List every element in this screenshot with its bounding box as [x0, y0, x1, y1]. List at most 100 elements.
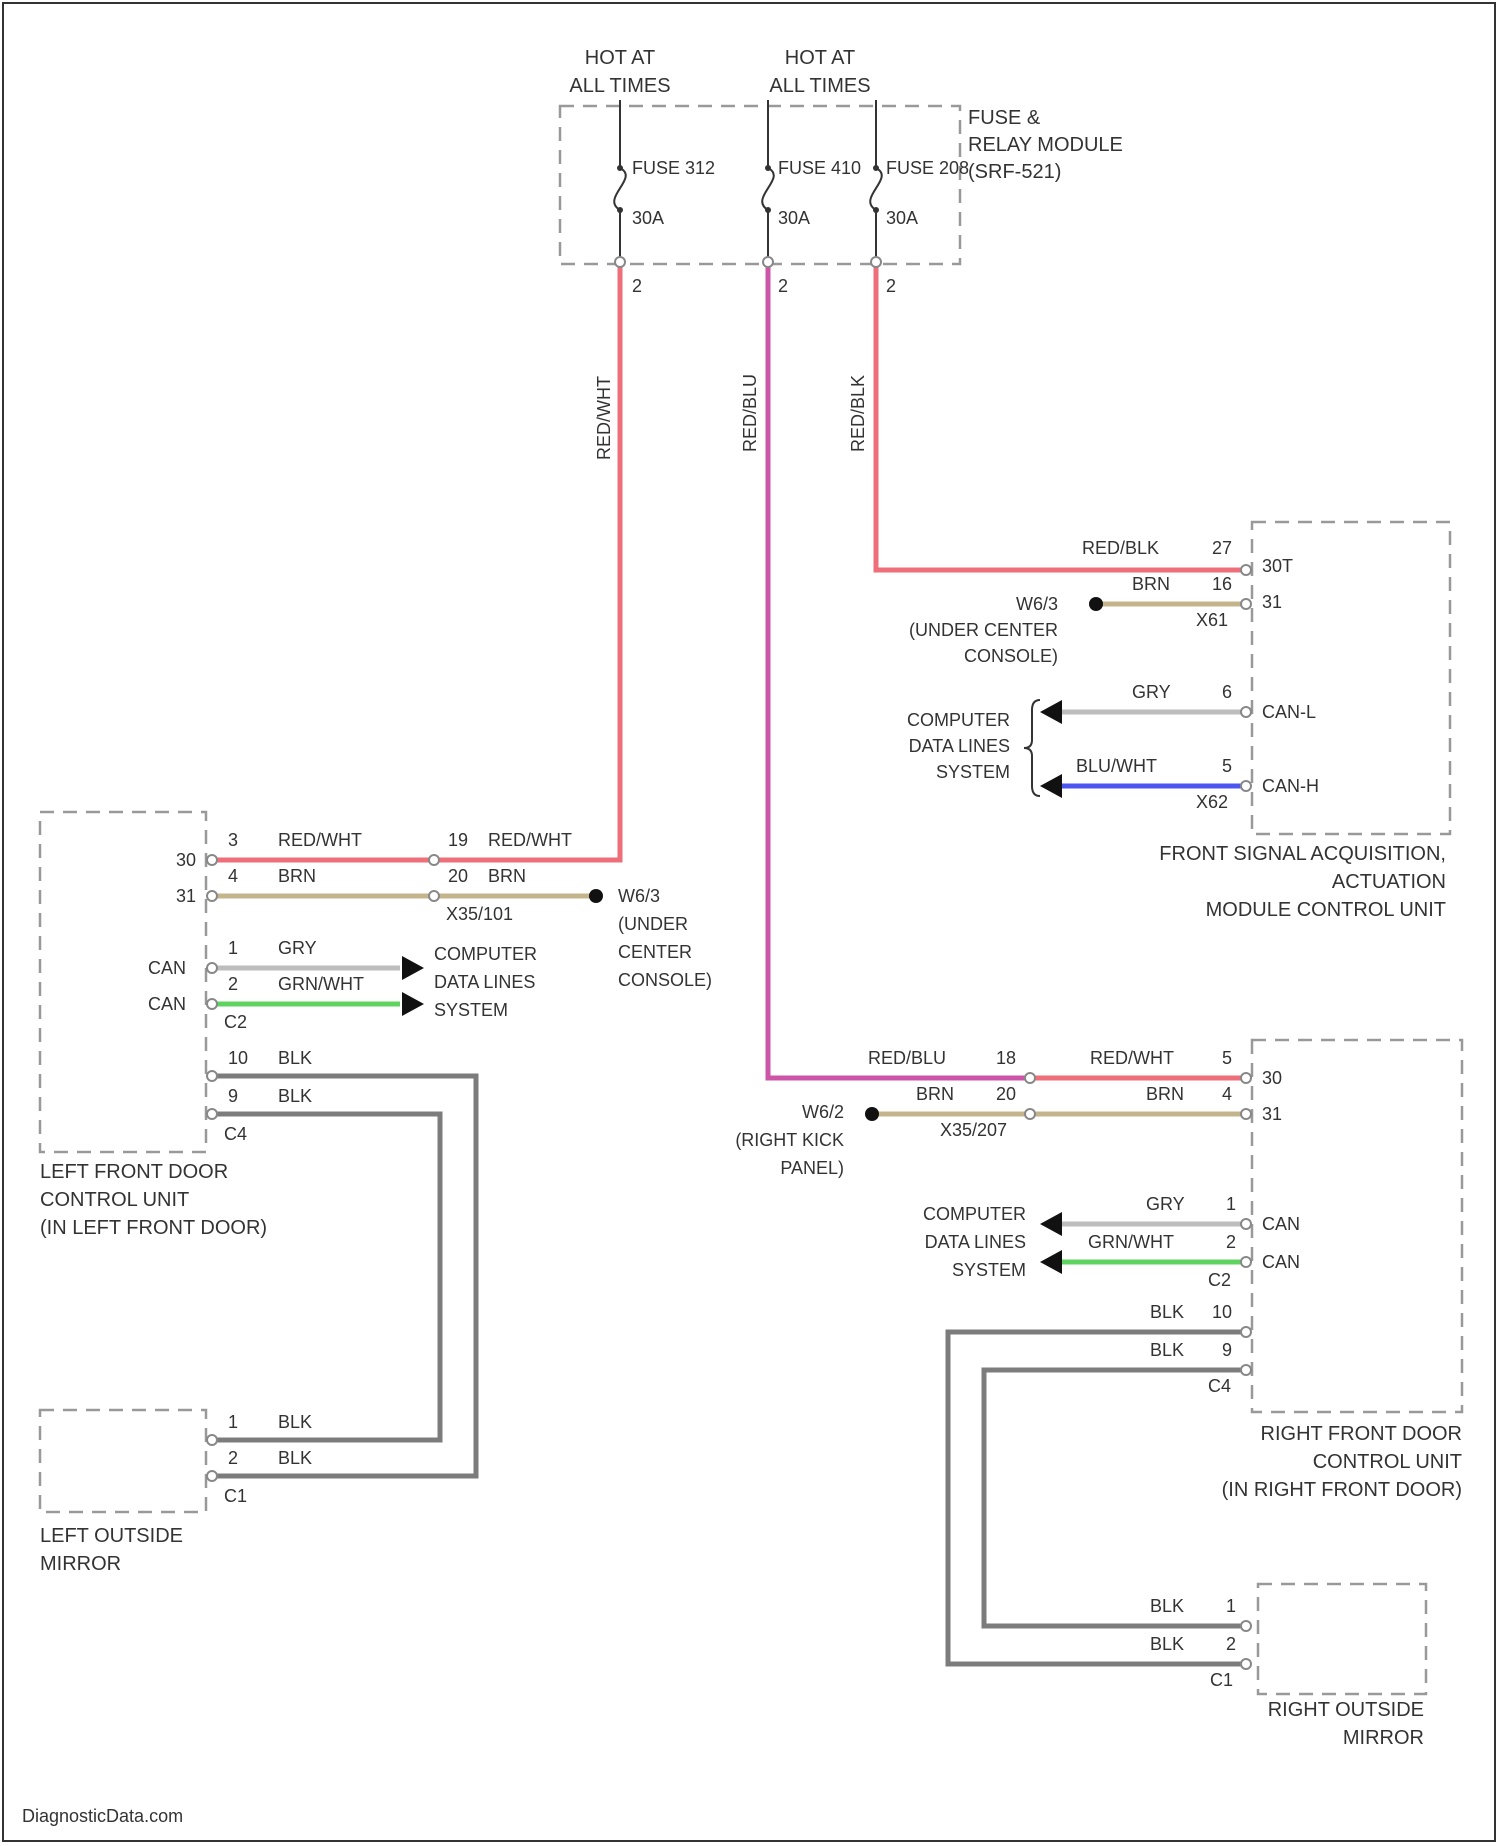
fuse-label: FUSE 312 [632, 158, 715, 178]
fsam-brn-pin: 16 [1212, 574, 1232, 594]
left-cdl-line2: DATA LINES [434, 972, 535, 992]
right-ground-line1: W6/2 [802, 1102, 844, 1122]
ground-icon [589, 889, 603, 903]
terminal [207, 1109, 217, 1119]
left-mirror-box [40, 1410, 206, 1512]
left-sep-pin-brn: 20 [448, 866, 468, 886]
terminal [207, 963, 217, 973]
right-door-name-line2: CONTROL UNIT [1313, 1451, 1462, 1473]
fuse-output-pin: 2 [886, 276, 896, 296]
riser-mid-wire-label: RED/BLU [740, 374, 760, 452]
wire-red-blu-mid-riser [768, 262, 1030, 1078]
fsam-conn2: X62 [1196, 792, 1228, 812]
left-door-term31: 31 [176, 886, 196, 906]
right-door-can-conn: C2 [1208, 1270, 1231, 1290]
fsam-red-pin: 27 [1212, 538, 1232, 558]
wire-blk-right-pin9 [984, 1370, 1246, 1626]
fuse-rating: 30A [886, 208, 918, 228]
right-ground-line2: (RIGHT KICK [735, 1130, 844, 1150]
left-door-pin-red: 3 [228, 830, 238, 850]
fsam-cdl-line2: DATA LINES [909, 736, 1010, 756]
right-in-pin-brn: 20 [996, 1084, 1016, 1104]
right-mirror-name-line1: RIGHT OUTSIDE [1268, 1699, 1424, 1721]
terminal [207, 891, 217, 901]
terminal [871, 257, 881, 267]
fuse-icon [762, 168, 774, 210]
terminal [1241, 565, 1251, 575]
left-front-door-control-unit: 30 31 3 RED/WHT 4 BRN 19 RED/WHT 20 BRN … [40, 812, 712, 1239]
fuse-208: FUSE 208 30A 2 [870, 158, 969, 296]
right-in-wire-red: RED/BLU [868, 1048, 946, 1068]
fsam-can-h-pin: 5 [1222, 756, 1232, 776]
fuse-relay-module: HOT AT ALL TIMES HOT AT ALL TIMES FUSE &… [560, 47, 1123, 460]
right-in-wire-brn: BRN [916, 1084, 954, 1104]
diagram-frame [3, 3, 1495, 1841]
arrow-left-icon [1040, 1212, 1062, 1236]
terminal [1241, 781, 1251, 791]
fuse-dot [617, 165, 623, 171]
fuse-icon [870, 168, 882, 210]
right-mirror-box [1258, 1584, 1426, 1694]
left-door-name-line3: (IN LEFT FRONT DOOR) [40, 1217, 267, 1239]
fuse-dot [765, 165, 771, 171]
left-door-pin-brn: 4 [228, 866, 238, 886]
terminal [1241, 1109, 1251, 1119]
right-sep-conn: X35/207 [940, 1120, 1007, 1140]
left-door-blk-wire1: BLK [278, 1048, 312, 1068]
ground-icon [865, 1107, 879, 1121]
left-door-can-conn: C2 [224, 1012, 247, 1032]
right-door-wire-red: RED/WHT [1090, 1048, 1174, 1068]
terminal [1241, 1257, 1251, 1267]
right-door-name-line1: RIGHT FRONT DOOR [1261, 1423, 1462, 1445]
right-in-pin-red: 18 [996, 1048, 1016, 1068]
terminal [1241, 1073, 1251, 1083]
right-door-can-pin2: 2 [1226, 1232, 1236, 1252]
fsam-brn-wire-label: BRN [1132, 574, 1170, 594]
fuse-rating: 30A [778, 208, 810, 228]
fsam-name-line2: ACTUATION [1332, 871, 1446, 893]
wire-red-wht-left-riser [212, 262, 620, 860]
right-mirror-conn: C1 [1210, 1670, 1233, 1690]
fuse-410: FUSE 410 30A 2 [762, 158, 861, 296]
left-sep-pin-red: 19 [448, 830, 468, 850]
left-sep-wire-brn: BRN [488, 866, 526, 886]
terminal [207, 1435, 217, 1445]
terminal [1241, 707, 1251, 717]
left-ground-line3: CENTER [618, 942, 692, 962]
left-mirror-conn: C1 [224, 1486, 247, 1506]
fsam-red-wire-label: RED/BLK [1082, 538, 1159, 558]
left-cdl-line1: COMPUTER [434, 944, 537, 964]
left-door-blk-pin2: 9 [228, 1086, 238, 1106]
left-door-wire-brn: BRN [278, 866, 316, 886]
left-door-blk-wire2: BLK [278, 1086, 312, 1106]
right-door-wire-brn: BRN [1146, 1084, 1184, 1104]
fuse-icon [614, 168, 626, 210]
right-door-term30: 30 [1262, 1068, 1282, 1088]
right-door-can-wire1: GRY [1146, 1194, 1185, 1214]
terminal [763, 257, 773, 267]
right-mirror-pin1: 1 [1226, 1596, 1236, 1616]
left-cdl-line3: SYSTEM [434, 1000, 508, 1020]
terminal [207, 999, 217, 1009]
right-door-blk-pin2: 9 [1222, 1340, 1232, 1360]
right-door-can-wire2: GRN/WHT [1088, 1232, 1174, 1252]
left-mirror-wire1: BLK [278, 1412, 312, 1432]
front-sam-module: RED/BLK 27 30T BRN 16 31 X61 W6/3 (UNDER… [907, 522, 1450, 921]
fsam-ground-line1: W6/3 [1016, 594, 1058, 614]
right-mirror-name-line2: MIRROR [1343, 1727, 1424, 1749]
right-door-blk-wire2: BLK [1150, 1340, 1184, 1360]
arrow-right-icon [402, 992, 424, 1016]
fuse-rating: 30A [632, 208, 664, 228]
terminal [1025, 1073, 1035, 1083]
right-mirror-wire2: BLK [1150, 1634, 1184, 1654]
fsam-can-h-wire: BLU/WHT [1076, 756, 1157, 776]
fsam-can-l-term: CAN-L [1262, 702, 1316, 722]
terminal [1241, 1365, 1251, 1375]
left-door-can-term1: CAN [148, 958, 186, 978]
left-door-name-line1: LEFT FRONT DOOR [40, 1161, 228, 1183]
fuse-module-name-line1: FUSE & [968, 107, 1041, 129]
right-door-can-term2: CAN [1262, 1252, 1300, 1272]
terminal [1241, 1219, 1251, 1229]
left-mirror-wire2: BLK [278, 1448, 312, 1468]
